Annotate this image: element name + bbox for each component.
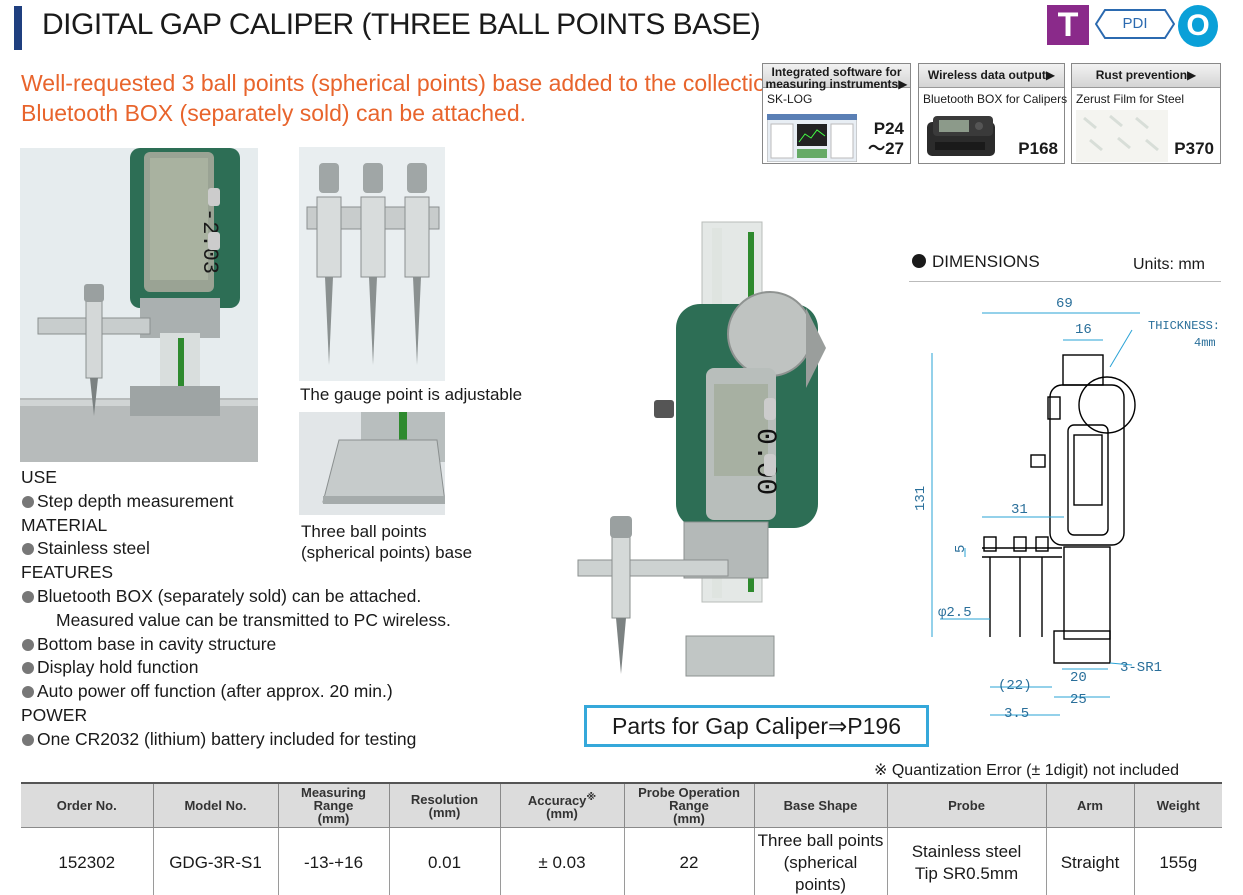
pdi-badge-shape [1095, 9, 1175, 39]
quantization-note: ※ Quantization Error (± 1digit) not incl… [874, 762, 1179, 779]
dim-thickness-value: 4mm [1194, 336, 1216, 350]
header-arm: Arm [1045, 782, 1135, 828]
header-probe: Probe [886, 782, 1047, 828]
cell-arm: Straight [1045, 827, 1135, 895]
dimensions-rule [909, 281, 1221, 282]
dim-20: 20 [1070, 670, 1087, 686]
power-item: One CR2032 (lithium) battery included fo… [21, 728, 451, 752]
ref-sub-wireless: Bluetooth BOX for Calipers [923, 92, 1068, 106]
ref-head-software: Integrated software for measuring instru… [763, 64, 910, 90]
dim-sr: 3-SR1 [1120, 660, 1162, 676]
dim-22: (22) [998, 678, 1032, 694]
ball-points-base-photo [299, 412, 445, 515]
software-screenshot-image [767, 114, 857, 162]
use-item: Step depth measurement [21, 490, 451, 514]
ref-box-rust[interactable]: Rust prevention▶ Zerust Film for Steel P… [1071, 63, 1221, 164]
header-measuring-range: Measuring Range(mm) [277, 782, 390, 828]
features-heading: FEATURES [21, 562, 114, 583]
header-accuracy: Accuracy※(mm) [499, 782, 625, 828]
ref-head-wireless: Wireless data output▶ [919, 64, 1064, 88]
spec-table: Order No. Model No. Measuring Range(mm) … [21, 782, 1222, 895]
ref-page-software: P24 ～27 [868, 119, 904, 158]
feature-item: Bottom base in cavity structure [21, 633, 451, 657]
dimensions-units: Units: mm [1133, 256, 1205, 273]
subtitle-line-2: Bluetooth BOX (separately sold) can be a… [21, 100, 527, 126]
pdi-badge: PDI [1122, 15, 1148, 32]
ref-head-rust: Rust prevention▶ [1072, 64, 1220, 88]
feature-item: Auto power off function (after approx. 2… [21, 680, 451, 704]
header-base-shape: Base Shape [753, 782, 888, 828]
use-heading: USE [21, 467, 57, 487]
ref-box-software[interactable]: Integrated software for measuring instru… [762, 63, 911, 164]
ref-page-wireless: P168 [1018, 139, 1058, 158]
dim-131: 131 [913, 486, 929, 511]
subtitle-line-1: Well-requested 3 ball points (spherical … [21, 70, 786, 96]
ref-page-rust: P370 [1174, 139, 1214, 158]
feature-item: Display hold function [21, 656, 451, 680]
parts-link[interactable]: Parts for Gap Caliper⇒P196 [584, 705, 929, 747]
dim-5: 5 [953, 545, 969, 553]
spec-list: USE Step depth measurement MATERIAL Stai… [21, 466, 451, 752]
caption-adjustable: The gauge point is adjustable [300, 385, 523, 404]
feature-item: Bluetooth BOX (separately sold) can be a… [21, 585, 451, 609]
feature-item-continuation: Measured value can be transmitted to PC … [56, 609, 451, 630]
header-resolution: Resolution(mm) [388, 782, 501, 828]
t-badge: T [1047, 5, 1089, 45]
dimensions-heading: DIMENSIONS [912, 252, 1040, 272]
dim-25: 25 [1070, 692, 1087, 708]
dim-thickness: THICKNESS: [1148, 319, 1220, 333]
table-header-row: Order No. Model No. Measuring Range(mm) … [21, 782, 1222, 828]
power-heading: POWER [21, 704, 88, 725]
header-model-no: Model No. [152, 782, 279, 828]
cell-measuring-range: -13-+16 [277, 827, 390, 895]
material-item: Stainless steel [21, 537, 451, 561]
caption-base: Three ball points (spherical points) bas… [301, 522, 473, 562]
header-weight: Weight [1133, 782, 1222, 828]
bluetooth-box-image [927, 116, 995, 156]
page-title: DIGITAL GAP CALIPER (THREE BALL POINTS B… [42, 8, 761, 41]
title-accent-bar [14, 6, 22, 50]
ref-sub-rust: Zerust Film for Steel [1076, 92, 1185, 106]
dim-16: 16 [1075, 322, 1092, 338]
cell-accuracy: ± 0.03 [499, 827, 625, 895]
cell-resolution: 0.01 [388, 827, 501, 895]
cell-base-shape: Three ball points(spherical points) [753, 827, 888, 895]
ref-sub-software: SK-LOG [767, 92, 813, 106]
product-image: 0.00 [577, 221, 826, 677]
zerust-film-image [1076, 110, 1168, 162]
dimension-drawing: 69 16 THICKNESS: 4mm 131 31 5 φ2.5 20 3-… [913, 296, 1220, 722]
usage-photo: -2.03 [20, 148, 258, 462]
table-row: 152302 GDG-3R-S1 -13-+16 0.01 ± 0.03 22 … [21, 827, 1222, 895]
cell-model-no: GDG-3R-S1 [152, 827, 279, 895]
dim-69: 69 [1056, 296, 1073, 312]
dim-3-5: 3.5 [1004, 706, 1029, 722]
dim-31: 31 [1011, 502, 1028, 518]
cell-probe-operation-range: 22 [623, 827, 755, 895]
ref-box-wireless[interactable]: Wireless data output▶ Bluetooth BOX for … [918, 63, 1068, 164]
o-badge: O [1178, 5, 1218, 47]
dim-phi: φ2.5 [938, 605, 972, 621]
header-order-no: Order No. [21, 782, 154, 828]
adjustable-points-photo [299, 147, 445, 381]
header-probe-operation-range: Probe Operation Range(mm) [623, 782, 755, 828]
cell-order-no: 152302 [21, 827, 154, 895]
cell-weight: 155g [1133, 827, 1222, 895]
material-heading: MATERIAL [21, 514, 108, 535]
